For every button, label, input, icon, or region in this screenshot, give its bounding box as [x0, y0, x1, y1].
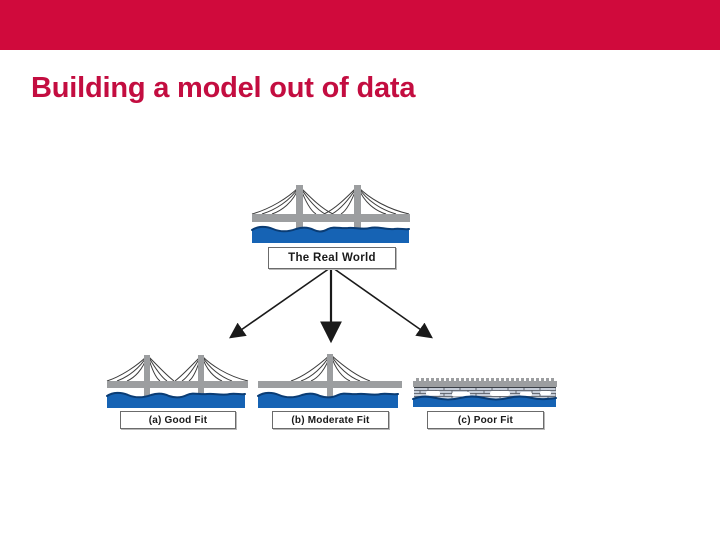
good-fit-bridge-image [106, 355, 249, 408]
header-band [0, 0, 720, 50]
wall-gap [490, 391, 510, 396]
bridge-deck [107, 381, 248, 388]
wall-gap [520, 392, 532, 396]
bridge-tower [198, 355, 204, 400]
bridge-deck [252, 214, 410, 222]
bridge-tower [327, 354, 333, 400]
water [107, 392, 245, 408]
wall-gap [426, 391, 440, 396]
bridge-tower [144, 355, 150, 400]
real-world-label: The Real World [268, 247, 396, 269]
poor-fit-label: (c) Poor Fit [427, 411, 544, 429]
wall-gap [452, 392, 470, 397]
arrow-right [332, 267, 433, 339]
wall-cap [413, 381, 557, 387]
real-world-bridge-image [251, 185, 410, 243]
moderate-fit-bridge-image [257, 354, 402, 408]
water [258, 392, 398, 408]
arrow-left [229, 267, 331, 339]
bridge-tower [354, 185, 361, 238]
arrows [229, 267, 433, 344]
water [413, 396, 556, 407]
page-title: Building a model out of data [31, 72, 416, 104]
good-fit-label: (a) Good Fit [120, 411, 236, 429]
bridge-tower [296, 185, 303, 238]
wall-bricks [414, 387, 556, 398]
poor-fit-wall-image [412, 378, 557, 407]
wall-gap [540, 391, 551, 395]
moderate-fit-label: (b) Moderate Fit [272, 411, 389, 429]
